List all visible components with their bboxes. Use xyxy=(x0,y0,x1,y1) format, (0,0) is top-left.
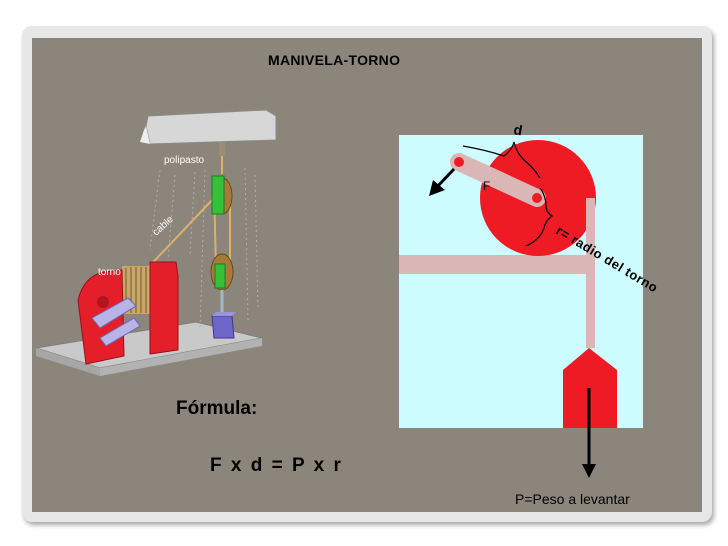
crank-arm xyxy=(450,153,546,207)
ceiling-beam xyxy=(145,109,277,145)
d-bracket xyxy=(462,141,541,179)
winch-frame-right xyxy=(149,261,179,355)
polipasto-label: polipasto xyxy=(164,155,204,166)
force-arrow-shaft xyxy=(434,167,456,190)
winch-axle xyxy=(97,296,109,308)
peso-label: P=Peso a levantar xyxy=(515,491,630,507)
d-label: d xyxy=(512,121,523,138)
crank-handle-point xyxy=(454,157,464,167)
base-plate-side xyxy=(100,338,262,376)
r-bracket xyxy=(525,187,554,247)
weight-arrow-head xyxy=(582,464,596,478)
cable-label: cable xyxy=(151,214,176,238)
torno-label: torno xyxy=(98,267,121,278)
slide-title: MANIVELA-TORNO xyxy=(268,52,401,68)
crank-center-point xyxy=(532,193,542,203)
ceiling-beam-end xyxy=(140,126,150,144)
winch-crank-arm xyxy=(91,297,137,329)
winch-crank-grip xyxy=(99,317,141,347)
hoist-winch-illustration: polipasto cable torno xyxy=(35,109,277,376)
upper-pulley-clamp xyxy=(211,175,225,215)
lower-pulley-clamp xyxy=(214,263,226,289)
winch-rope xyxy=(586,198,595,348)
crank-diagram: d F r= radio del torno xyxy=(399,121,661,478)
formula-text: F x d = P x r xyxy=(210,455,343,476)
hanging-weight-top xyxy=(212,312,236,316)
support-block xyxy=(484,255,580,270)
force-arrow-head xyxy=(429,180,445,196)
force-label: F xyxy=(483,179,490,193)
base-plate-edge xyxy=(36,348,100,376)
formula-heading: Fórmula: xyxy=(176,398,258,419)
hanging-weight xyxy=(211,315,235,339)
ceiling-hook xyxy=(219,142,225,156)
